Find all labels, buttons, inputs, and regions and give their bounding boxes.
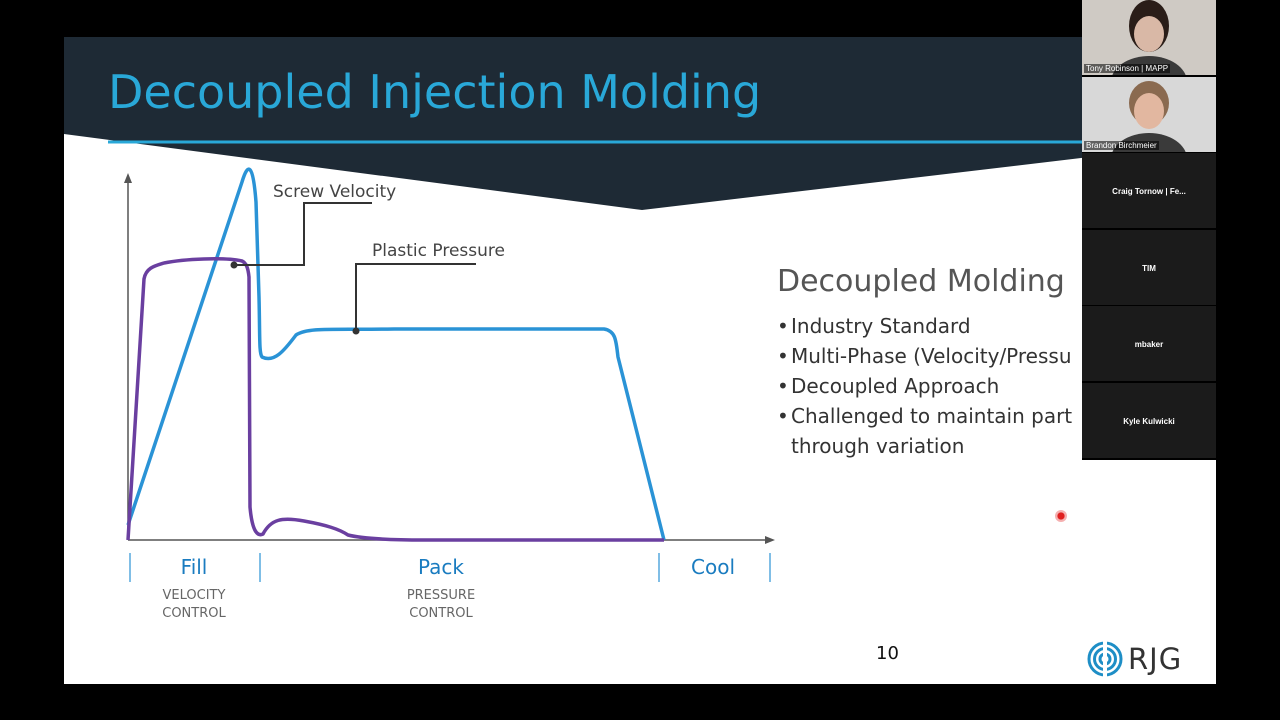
laser-pointer-dot — [1055, 510, 1067, 522]
rjg-logo: RJG — [1087, 641, 1182, 677]
participant-tile[interactable]: Craig Tornow | Fe... — [1082, 153, 1216, 230]
phase-pack-sub-2: CONTROL — [409, 606, 473, 621]
bullet-continuation: through variation — [791, 434, 965, 458]
bullets-panel: Decoupled Molding Industry Standard Mult… — [777, 264, 1197, 461]
participant-name: Tony Robinson | MAPP — [1084, 64, 1171, 73]
participant-tile[interactable]: Tony Robinson | MAPP — [1082, 0, 1216, 77]
slide-title: Decoupled Injection Molding — [108, 65, 762, 119]
participant-name: Craig Tornow | Fe... — [1112, 187, 1186, 196]
rjg-logo-text: RJG — [1128, 642, 1183, 676]
presentation-slide: Decoupled Injection Molding Screw Veloci… — [64, 37, 1216, 684]
participant-tile[interactable]: mbaker — [1082, 306, 1216, 383]
participant-name: Kyle Kulwicki — [1123, 416, 1175, 426]
phase-fill-sub-1: VELOCITY — [163, 588, 226, 603]
phase-fill-label: Fill — [181, 555, 208, 579]
bullets-list: Industry Standard Multi-Phase (Velocity/… — [777, 311, 1197, 431]
chart-axes — [124, 173, 775, 544]
molding-process-chart: Screw Velocity Plastic Pressure Fill VEL… — [124, 167, 775, 621]
bullets-heading: Decoupled Molding — [777, 264, 1065, 299]
slide-header-band — [64, 37, 1216, 210]
plastic-pressure-curve — [126, 257, 664, 542]
phase-pack-sub-1: PRESSURE — [407, 588, 475, 603]
participant-tile[interactable]: Kyle Kulwicki — [1082, 382, 1216, 460]
participant-name: mbaker — [1134, 340, 1164, 349]
rjg-logo-icon — [1087, 641, 1123, 677]
bullet-item: Multi-Phase (Velocity/Pressu — [777, 341, 1197, 371]
participant-name: TIM — [1142, 263, 1156, 273]
plastic-pressure-callout: Plastic Pressure — [352, 241, 505, 335]
participant-tile[interactable]: TIM — [1082, 229, 1216, 307]
phase-fill-sub-2: CONTROL — [162, 606, 226, 621]
bullet-item: Challenged to maintain part — [777, 401, 1197, 431]
screw-velocity-label: Screw Velocity — [273, 182, 396, 202]
bullet-item: Decoupled Approach — [777, 371, 1197, 401]
screw-velocity-curve — [126, 167, 666, 541]
phase-cool-label: Cool — [691, 555, 735, 579]
slide-page-number: 10 — [876, 643, 899, 664]
plastic-pressure-label: Plastic Pressure — [372, 241, 505, 261]
screw-velocity-callout: Screw Velocity — [230, 182, 396, 269]
participant-tile[interactable]: Brandon Birchmeier — [1082, 76, 1216, 154]
phase-pack-label: Pack — [418, 555, 464, 579]
phase-dividers — [129, 553, 771, 582]
participant-name: Brandon Birchmeier — [1084, 140, 1159, 150]
bullet-item: Industry Standard — [777, 311, 1197, 341]
